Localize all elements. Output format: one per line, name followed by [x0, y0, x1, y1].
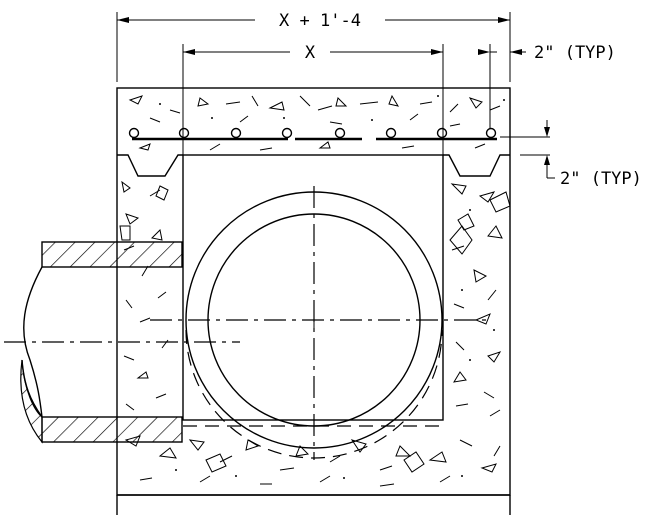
cover-typ-label-side: 2" (TYP) [560, 169, 642, 189]
reinforcing-steel [128, 127, 497, 141]
cover-typ-dimension-side: 2" (TYP) [500, 120, 642, 189]
overall-width-label: X + 1'-4 [279, 11, 361, 31]
opening-width-label: X [305, 43, 316, 63]
cover-typ-dimension-top: 2" (TYP) [478, 43, 616, 128]
side-pipe [4, 241, 240, 444]
overall-width-dimension: X + 1'-4 [116, 11, 511, 82]
cover-typ-label-top: 2" (TYP) [534, 43, 616, 63]
concrete-box [116, 87, 511, 515]
pipe-cross-section [150, 186, 490, 460]
opening-width-dimension: X [182, 43, 444, 155]
